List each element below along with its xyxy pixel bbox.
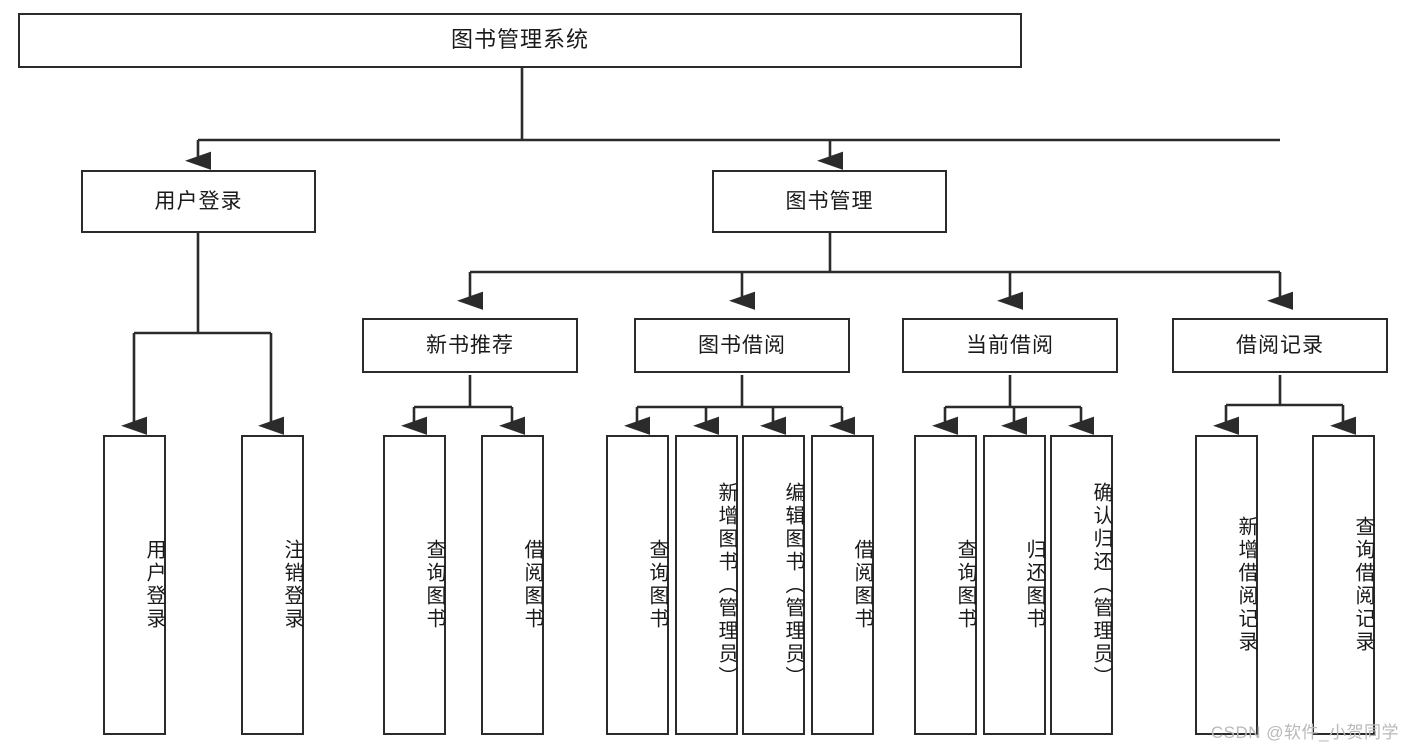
leaf-borrow-edit-book-admin[interactable]: 编辑图书（管理员） <box>742 435 805 735</box>
node-book-management[interactable]: 图书管理 <box>712 170 947 233</box>
leaf-label: 注销登录 <box>281 539 303 631</box>
leaf-label: 编辑图书（管理员） <box>782 481 804 689</box>
leaf-label: 查询图书 <box>646 539 668 631</box>
leaf-borrow-add-book-admin[interactable]: 新增图书（管理员） <box>675 435 738 735</box>
node-root[interactable]: 图书管理系统 <box>18 13 1022 68</box>
leaf-user-login-signin[interactable]: 用户登录 <box>103 435 166 735</box>
leaf-label: 查询图书 <box>954 539 976 631</box>
leaf-current-confirm-return-admin[interactable]: 确认归还（管理员） <box>1050 435 1113 735</box>
leaf-label: 借阅图书 <box>521 539 543 631</box>
leaf-record-add-record[interactable]: 新增借阅记录 <box>1195 435 1258 735</box>
leaf-recommend-query-book[interactable]: 查询图书 <box>383 435 446 735</box>
node-user-login[interactable]: 用户登录 <box>81 170 316 233</box>
leaf-current-return-book[interactable]: 归还图书 <box>983 435 1046 735</box>
leaf-borrow-query-book[interactable]: 查询图书 <box>606 435 669 735</box>
node-new-book-recommend[interactable]: 新书推荐 <box>362 318 578 373</box>
leaf-label: 新增图书（管理员） <box>715 481 737 689</box>
leaf-label: 新增借阅记录 <box>1235 516 1257 654</box>
leaf-label: 确认归还（管理员） <box>1090 481 1112 689</box>
leaf-label: 查询图书 <box>423 539 445 631</box>
leaf-label: 借阅图书 <box>851 539 873 631</box>
leaf-label: 用户登录 <box>143 539 165 631</box>
node-borrow-record[interactable]: 借阅记录 <box>1172 318 1388 373</box>
leaf-recommend-borrow-book[interactable]: 借阅图书 <box>481 435 544 735</box>
leaf-borrow-borrow-book[interactable]: 借阅图书 <box>811 435 874 735</box>
node-book-borrow[interactable]: 图书借阅 <box>634 318 850 373</box>
leaf-user-login-logout[interactable]: 注销登录 <box>241 435 304 735</box>
leaf-current-query-book[interactable]: 查询图书 <box>914 435 977 735</box>
leaf-label: 归还图书 <box>1023 539 1045 631</box>
leaf-label: 查询借阅记录 <box>1352 516 1374 654</box>
leaf-record-query-record[interactable]: 查询借阅记录 <box>1312 435 1375 735</box>
node-current-borrow[interactable]: 当前借阅 <box>902 318 1118 373</box>
